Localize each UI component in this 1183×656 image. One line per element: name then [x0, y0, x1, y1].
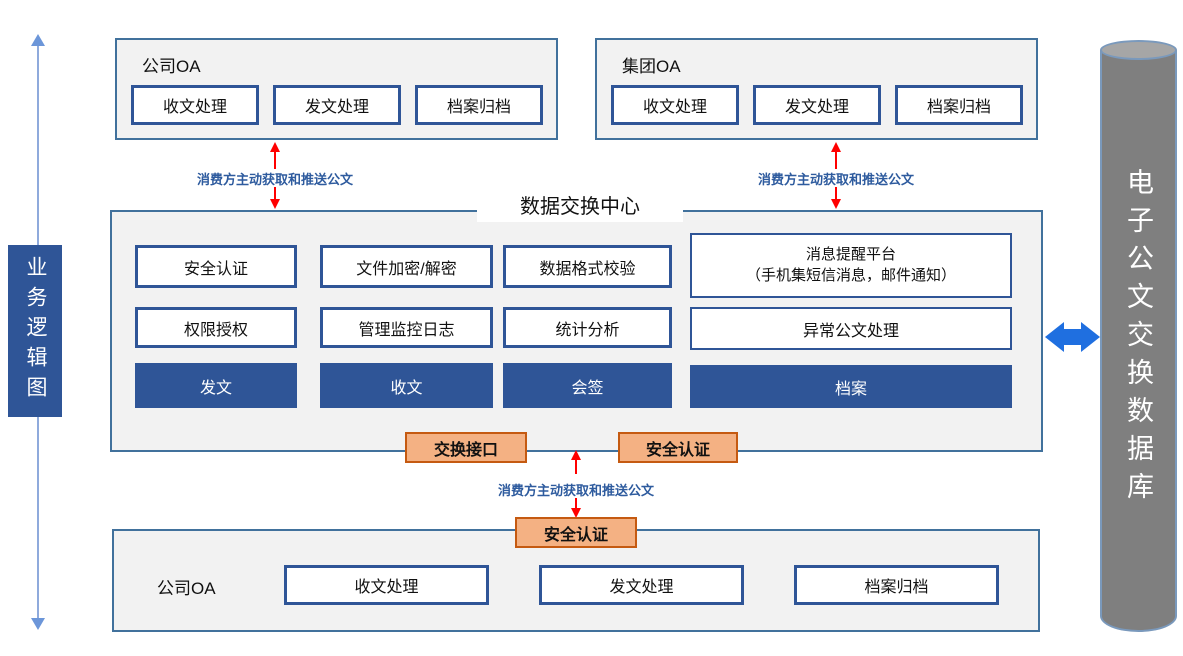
- monitor-log-module: 管理监控日志: [320, 307, 493, 348]
- axis-arrow-down-icon: [31, 618, 45, 630]
- archive-channel: 档案: [690, 365, 1012, 408]
- message-platform-line2: （手机集短信消息，邮件通知）: [745, 266, 956, 284]
- company-oa-bottom-title: 公司OA: [157, 579, 216, 598]
- archive-box: 档案归档: [895, 85, 1023, 125]
- red-arrow-stem: [835, 151, 837, 169]
- flow-label-middle: 消费方主动获取和推送公文: [497, 483, 655, 498]
- flow-label-top-right: 消费方主动获取和推送公文: [757, 172, 915, 187]
- data-format-module: 数据格式校验: [503, 245, 672, 288]
- receive-doc-box: 收文处理: [284, 565, 489, 605]
- red-arrow-down-icon: [831, 199, 841, 209]
- receive-doc-box: 收文处理: [611, 85, 739, 125]
- send-doc-box: 发文处理: [753, 85, 881, 125]
- axis-arrow-up-icon: [31, 34, 45, 46]
- archive-box: 档案归档: [794, 565, 999, 605]
- red-arrow-stem: [274, 151, 276, 169]
- red-arrow-stem: [575, 498, 577, 508]
- send-channel: 发文: [135, 363, 297, 408]
- company-oa-bottom-panel: 公司OA 收文处理 发文处理 档案归档: [112, 529, 1040, 632]
- company-oa-top-panel: 公司OA 收文处理 发文处理 档案归档: [115, 38, 558, 140]
- statistics-module: 统计分析: [503, 307, 672, 348]
- file-encrypt-module: 文件加密/解密: [320, 245, 493, 288]
- security-auth-tag-top: 安全认证: [618, 432, 738, 463]
- send-doc-box: 发文处理: [539, 565, 744, 605]
- side-label: 业务逻辑图: [8, 245, 62, 417]
- receive-channel: 收文: [320, 363, 493, 408]
- red-arrow-stem: [575, 459, 577, 474]
- red-arrow-stem: [274, 187, 276, 199]
- red-arrow-down-icon: [571, 508, 581, 518]
- archive-box: 档案归档: [415, 85, 543, 125]
- group-oa-panel: 集团OA 收文处理 发文处理 档案归档: [595, 38, 1038, 140]
- data-exchange-center-title: 数据交换中心: [477, 186, 683, 222]
- database-cylinder: 电子公文交换数据库: [1100, 50, 1177, 632]
- database-cylinder-top: [1100, 40, 1177, 60]
- database-label: 电子公文交换数据库: [1123, 168, 1153, 510]
- message-platform-line1: 消息提醒平台: [805, 246, 896, 264]
- h-arrow-left-icon: [1045, 322, 1064, 352]
- h-arrow-right-icon: [1081, 322, 1100, 352]
- group-oa-title: 集团OA: [622, 57, 681, 76]
- flow-label-top-left: 消费方主动获取和推送公文: [196, 172, 354, 187]
- countersign-channel: 会签: [503, 363, 672, 408]
- red-arrow-stem: [835, 187, 837, 199]
- company-oa-top-title: 公司OA: [142, 57, 201, 76]
- message-platform-module: 消息提醒平台 （手机集短信消息，邮件通知）: [690, 233, 1012, 298]
- red-arrow-up-icon: [831, 142, 841, 152]
- red-arrow-down-icon: [270, 199, 280, 209]
- abnormal-doc-module: 异常公文处理: [690, 307, 1012, 350]
- red-arrow-up-icon: [571, 450, 581, 460]
- permission-module: 权限授权: [135, 307, 297, 348]
- receive-doc-box: 收文处理: [131, 85, 259, 125]
- h-arrow-bar: [1063, 329, 1082, 345]
- red-arrow-up-icon: [270, 142, 280, 152]
- exchange-interface-tag: 交换接口: [405, 432, 527, 463]
- security-auth-tag-bottom: 安全认证: [515, 517, 637, 548]
- send-doc-box: 发文处理: [273, 85, 401, 125]
- security-auth-module: 安全认证: [135, 245, 297, 288]
